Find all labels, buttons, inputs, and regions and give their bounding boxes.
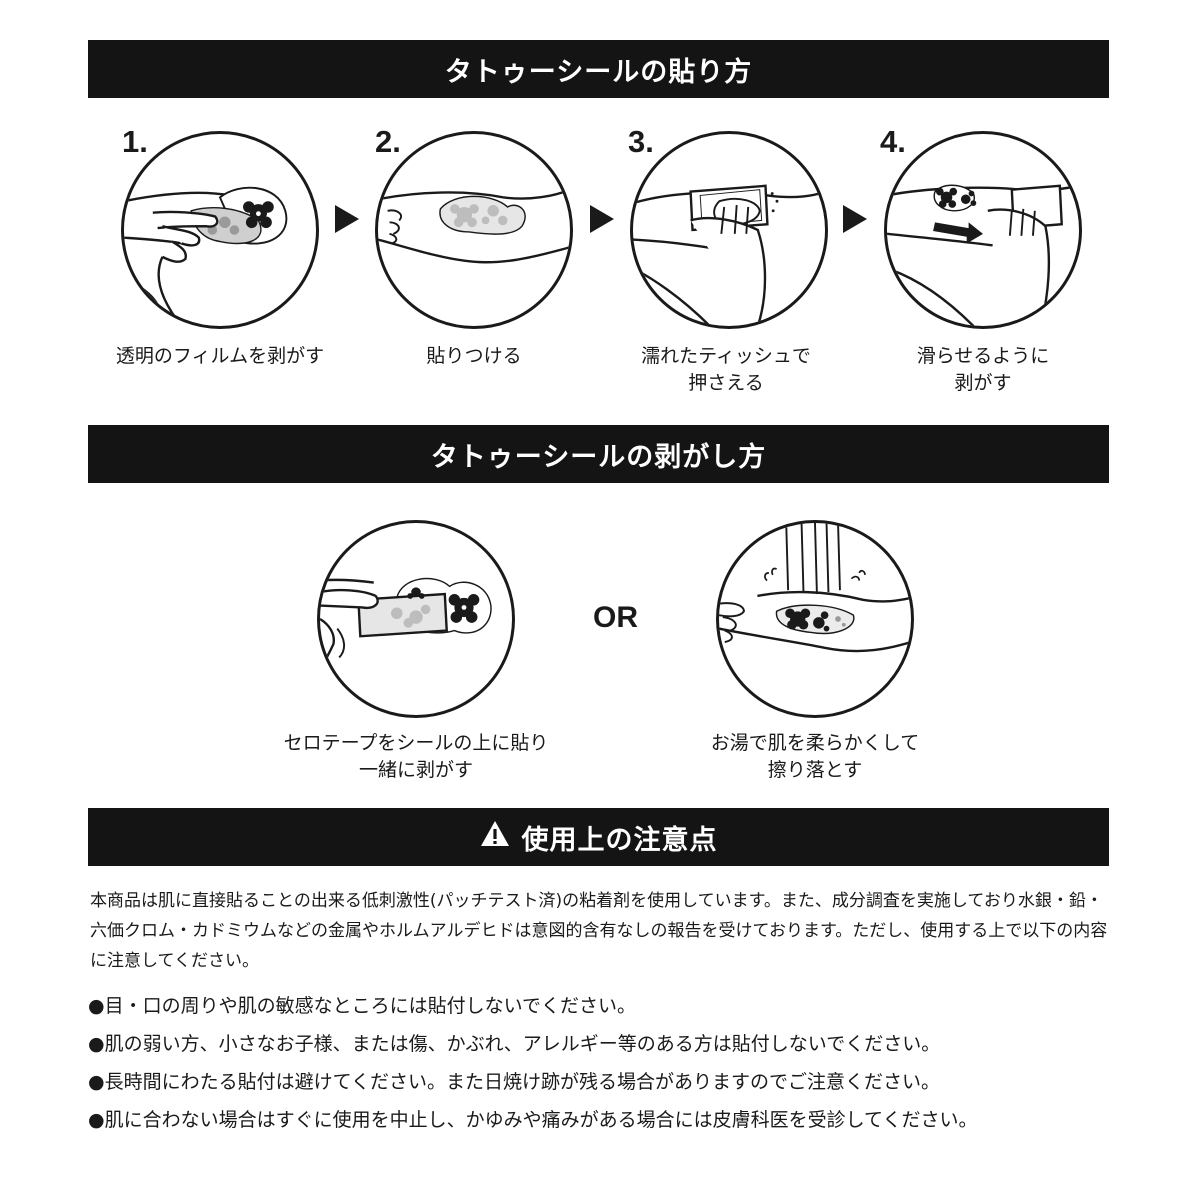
water-removal-caption: お湯で肌を柔らかくして 擦り落とす xyxy=(655,730,975,784)
caution-item: ●肌の弱い方、小さなお子様、または傷、かぶれ、アレルギー等のある方は貼付しないで… xyxy=(88,1033,941,1055)
step-1-caption: 透明のフィルムを剥がす xyxy=(115,345,325,367)
step-3-illustration xyxy=(630,131,828,329)
step-2-number: 2. xyxy=(375,124,401,159)
tape-peel-icon xyxy=(320,577,492,677)
caution-item: ●長時間にわたる貼付は避けてください。また日焼け跡が残る場合がありますのでご注意… xyxy=(88,1071,941,1093)
tape-caption-line-1: セロテープをシールの上に貼り xyxy=(283,732,549,754)
warm-water-icon xyxy=(719,523,911,653)
slide-off-icon xyxy=(887,184,1079,326)
warning-triangle-icon xyxy=(480,820,510,854)
step-1-number: 1. xyxy=(122,124,148,159)
step-3-caption-line-1: 濡れたティッシュで xyxy=(641,345,811,367)
step-3-caption: 濡れたティッシュで 押さえる xyxy=(601,343,851,397)
step-2-caption: 貼りつける xyxy=(426,345,522,367)
tape-caption-line-2: 一緒に剥がす xyxy=(358,759,473,781)
caution-intro-text: 本商品は肌に直接貼ることの出来る低刺激性(パッチテスト済)の粘着剤を使用していま… xyxy=(90,891,1108,971)
press-tissue-icon xyxy=(633,184,825,326)
triangle-right-icon xyxy=(335,205,359,233)
step-4-caption-line-1: 滑らせるように xyxy=(916,345,1050,367)
apply-sticker-icon xyxy=(378,188,570,264)
step-4-caption: 滑らせるように 剥がす xyxy=(858,343,1108,397)
caution-list: ●目・口の周りや肌の敏感なところには貼付しないでください。 ●肌の弱い方、小さな… xyxy=(88,987,1128,1139)
water-caption-line-1: お湯で肌を柔らかくして xyxy=(710,732,920,754)
apply-section-title: タトゥーシールの貼り方 xyxy=(88,40,1109,98)
step-2-illustration xyxy=(375,131,573,329)
triangle-right-icon xyxy=(590,205,614,233)
caution-section-title: 使用上の注意点 xyxy=(88,808,1109,866)
peel-film-icon xyxy=(124,186,288,326)
water-caption-line-2: 擦り落とす xyxy=(767,759,863,781)
triangle-right-icon xyxy=(843,205,867,233)
water-removal-illustration xyxy=(716,520,914,718)
tape-removal-illustration xyxy=(317,520,515,718)
caution-item: ●肌に合わない場合はすぐに使用を中止し、かゆみや痛みがある場合には皮膚科医を受診… xyxy=(88,1109,978,1131)
tape-removal-caption: セロテープをシールの上に貼り 一緒に剥がす xyxy=(236,730,596,784)
step-4-caption-line-2: 剥がす xyxy=(954,372,1012,394)
step-3-caption-line-2: 押さえる xyxy=(688,372,764,394)
caution-item: ●目・口の周りや肌の敏感なところには貼付しないでください。 xyxy=(88,995,637,1017)
step-3-number: 3. xyxy=(628,124,654,159)
step-4-illustration xyxy=(884,131,1082,329)
step-1-illustration xyxy=(121,131,319,329)
step-4-number: 4. xyxy=(880,124,906,159)
remove-section-title: タトゥーシールの剥がし方 xyxy=(88,425,1109,483)
or-label: OR xyxy=(593,601,638,634)
